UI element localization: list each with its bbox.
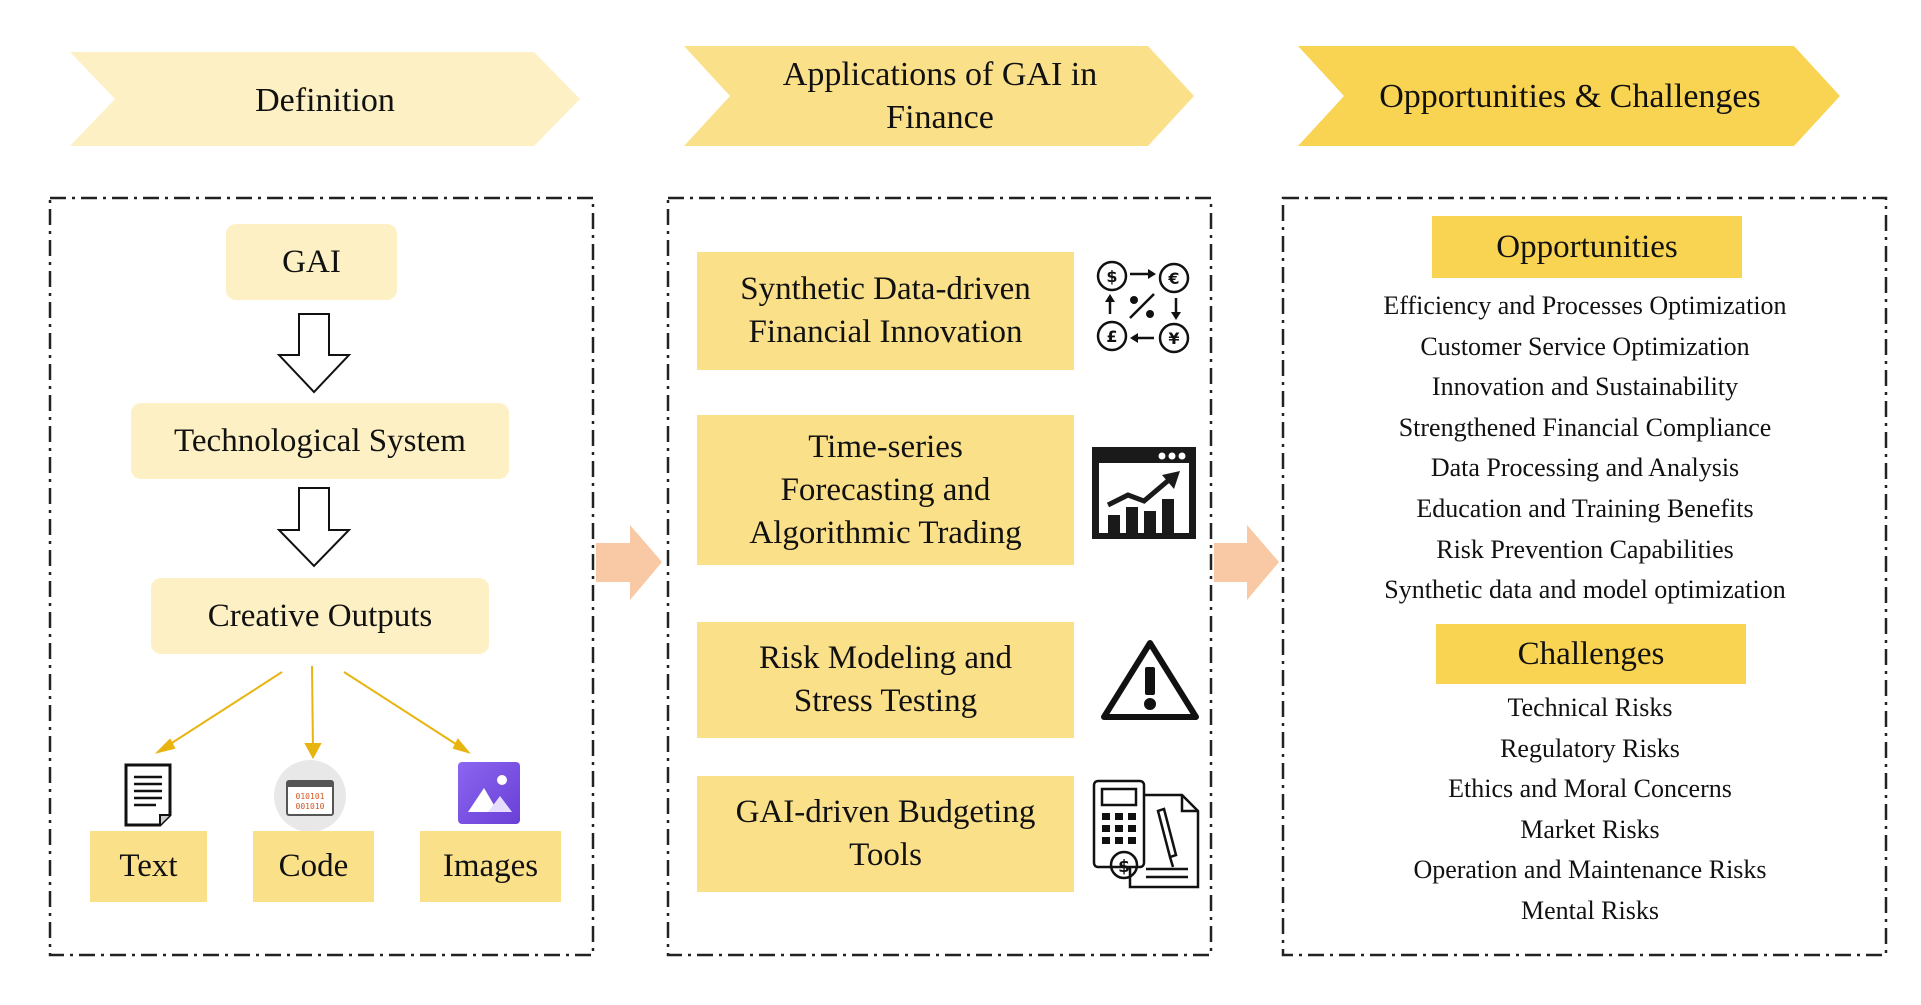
definition-header: Definition <box>255 81 395 119</box>
svg-text:€: € <box>1167 269 1179 288</box>
app-synthetic-data-box: Synthetic Data-driven Financial Innovati… <box>697 252 1074 370</box>
list-item: Mental Risks <box>1521 895 1659 925</box>
list-item: Education and Training Benefits <box>1416 493 1754 523</box>
text-output-label: Text <box>90 831 207 902</box>
down-arrow-1 <box>276 313 352 394</box>
list-item: Market Risks <box>1520 814 1660 844</box>
applications-chevron <box>684 46 1194 146</box>
currency-exchange-icon: $ € £ ¥ <box>1096 260 1190 354</box>
app-budgeting-box: GAI-driven Budgeting Tools <box>697 776 1074 892</box>
list-item: Customer Service Optimization <box>1420 331 1750 361</box>
image-icon <box>458 762 520 824</box>
app-risk-modeling-box: Risk Modeling and Stress Testing <box>697 622 1074 738</box>
gai-box: GAI <box>226 224 397 300</box>
list-item: Synthetic data and model optimization <box>1384 575 1786 605</box>
svg-text:$: $ <box>1118 857 1130 877</box>
header-chevrons <box>70 46 1840 146</box>
svg-text:£: £ <box>1106 327 1117 346</box>
app-time-series-box: Time-series Forecasting and Algorithmic … <box>697 415 1074 565</box>
down-arrow-2 <box>276 487 352 568</box>
warning-icon <box>1101 640 1199 720</box>
list-item: Regulatory Risks <box>1500 733 1680 763</box>
list-item: Innovation and Sustainability <box>1431 372 1739 402</box>
svg-text:$: $ <box>1106 267 1117 286</box>
list-item: Risk Prevention Capabilities <box>1436 534 1734 564</box>
document-icon <box>124 763 172 827</box>
challenges-list: Technical Risks Regulatory Risks Ethics … <box>1305 688 1875 932</box>
list-item: Operation and Maintenance Risks <box>1413 855 1767 885</box>
definition-chevron <box>70 52 580 146</box>
images-output-label: Images <box>420 831 561 902</box>
technological-system-box: Technological System <box>131 403 509 479</box>
challenges-heading: Challenges <box>1436 624 1746 684</box>
svg-text:010101: 010101 <box>296 792 325 801</box>
arrow-right-1 <box>596 525 662 600</box>
calculator-invoice-icon: $ <box>1092 779 1200 889</box>
opportunities-list: Efficiency and Processes Optimization Cu… <box>1300 286 1870 611</box>
code-window-icon: 010101 001010 <box>274 760 346 832</box>
opportunities-heading: Opportunities <box>1432 216 1742 278</box>
creative-outputs-box: Creative Outputs <box>151 578 489 654</box>
arrow-right-2 <box>1214 525 1279 600</box>
list-item: Ethics and Moral Concerns <box>1448 774 1732 804</box>
svg-text:¥: ¥ <box>1168 329 1179 348</box>
opportunities-header: Opportunities & Challenges <box>1379 77 1761 115</box>
list-item: Data Processing and Analysis <box>1430 453 1740 483</box>
opportunities-chevron <box>1298 46 1840 146</box>
applications-header: Applications of GAI in Finance <box>782 56 1098 136</box>
list-item: Efficiency and Processes Optimization <box>1383 291 1787 320</box>
list-item: Strengthened Financial Compliance <box>1398 412 1772 442</box>
growth-chart-icon <box>1092 447 1196 539</box>
list-item: Technical Risks <box>1507 693 1673 722</box>
svg-text:001010: 001010 <box>296 802 325 811</box>
code-output-label: Code <box>253 831 374 902</box>
